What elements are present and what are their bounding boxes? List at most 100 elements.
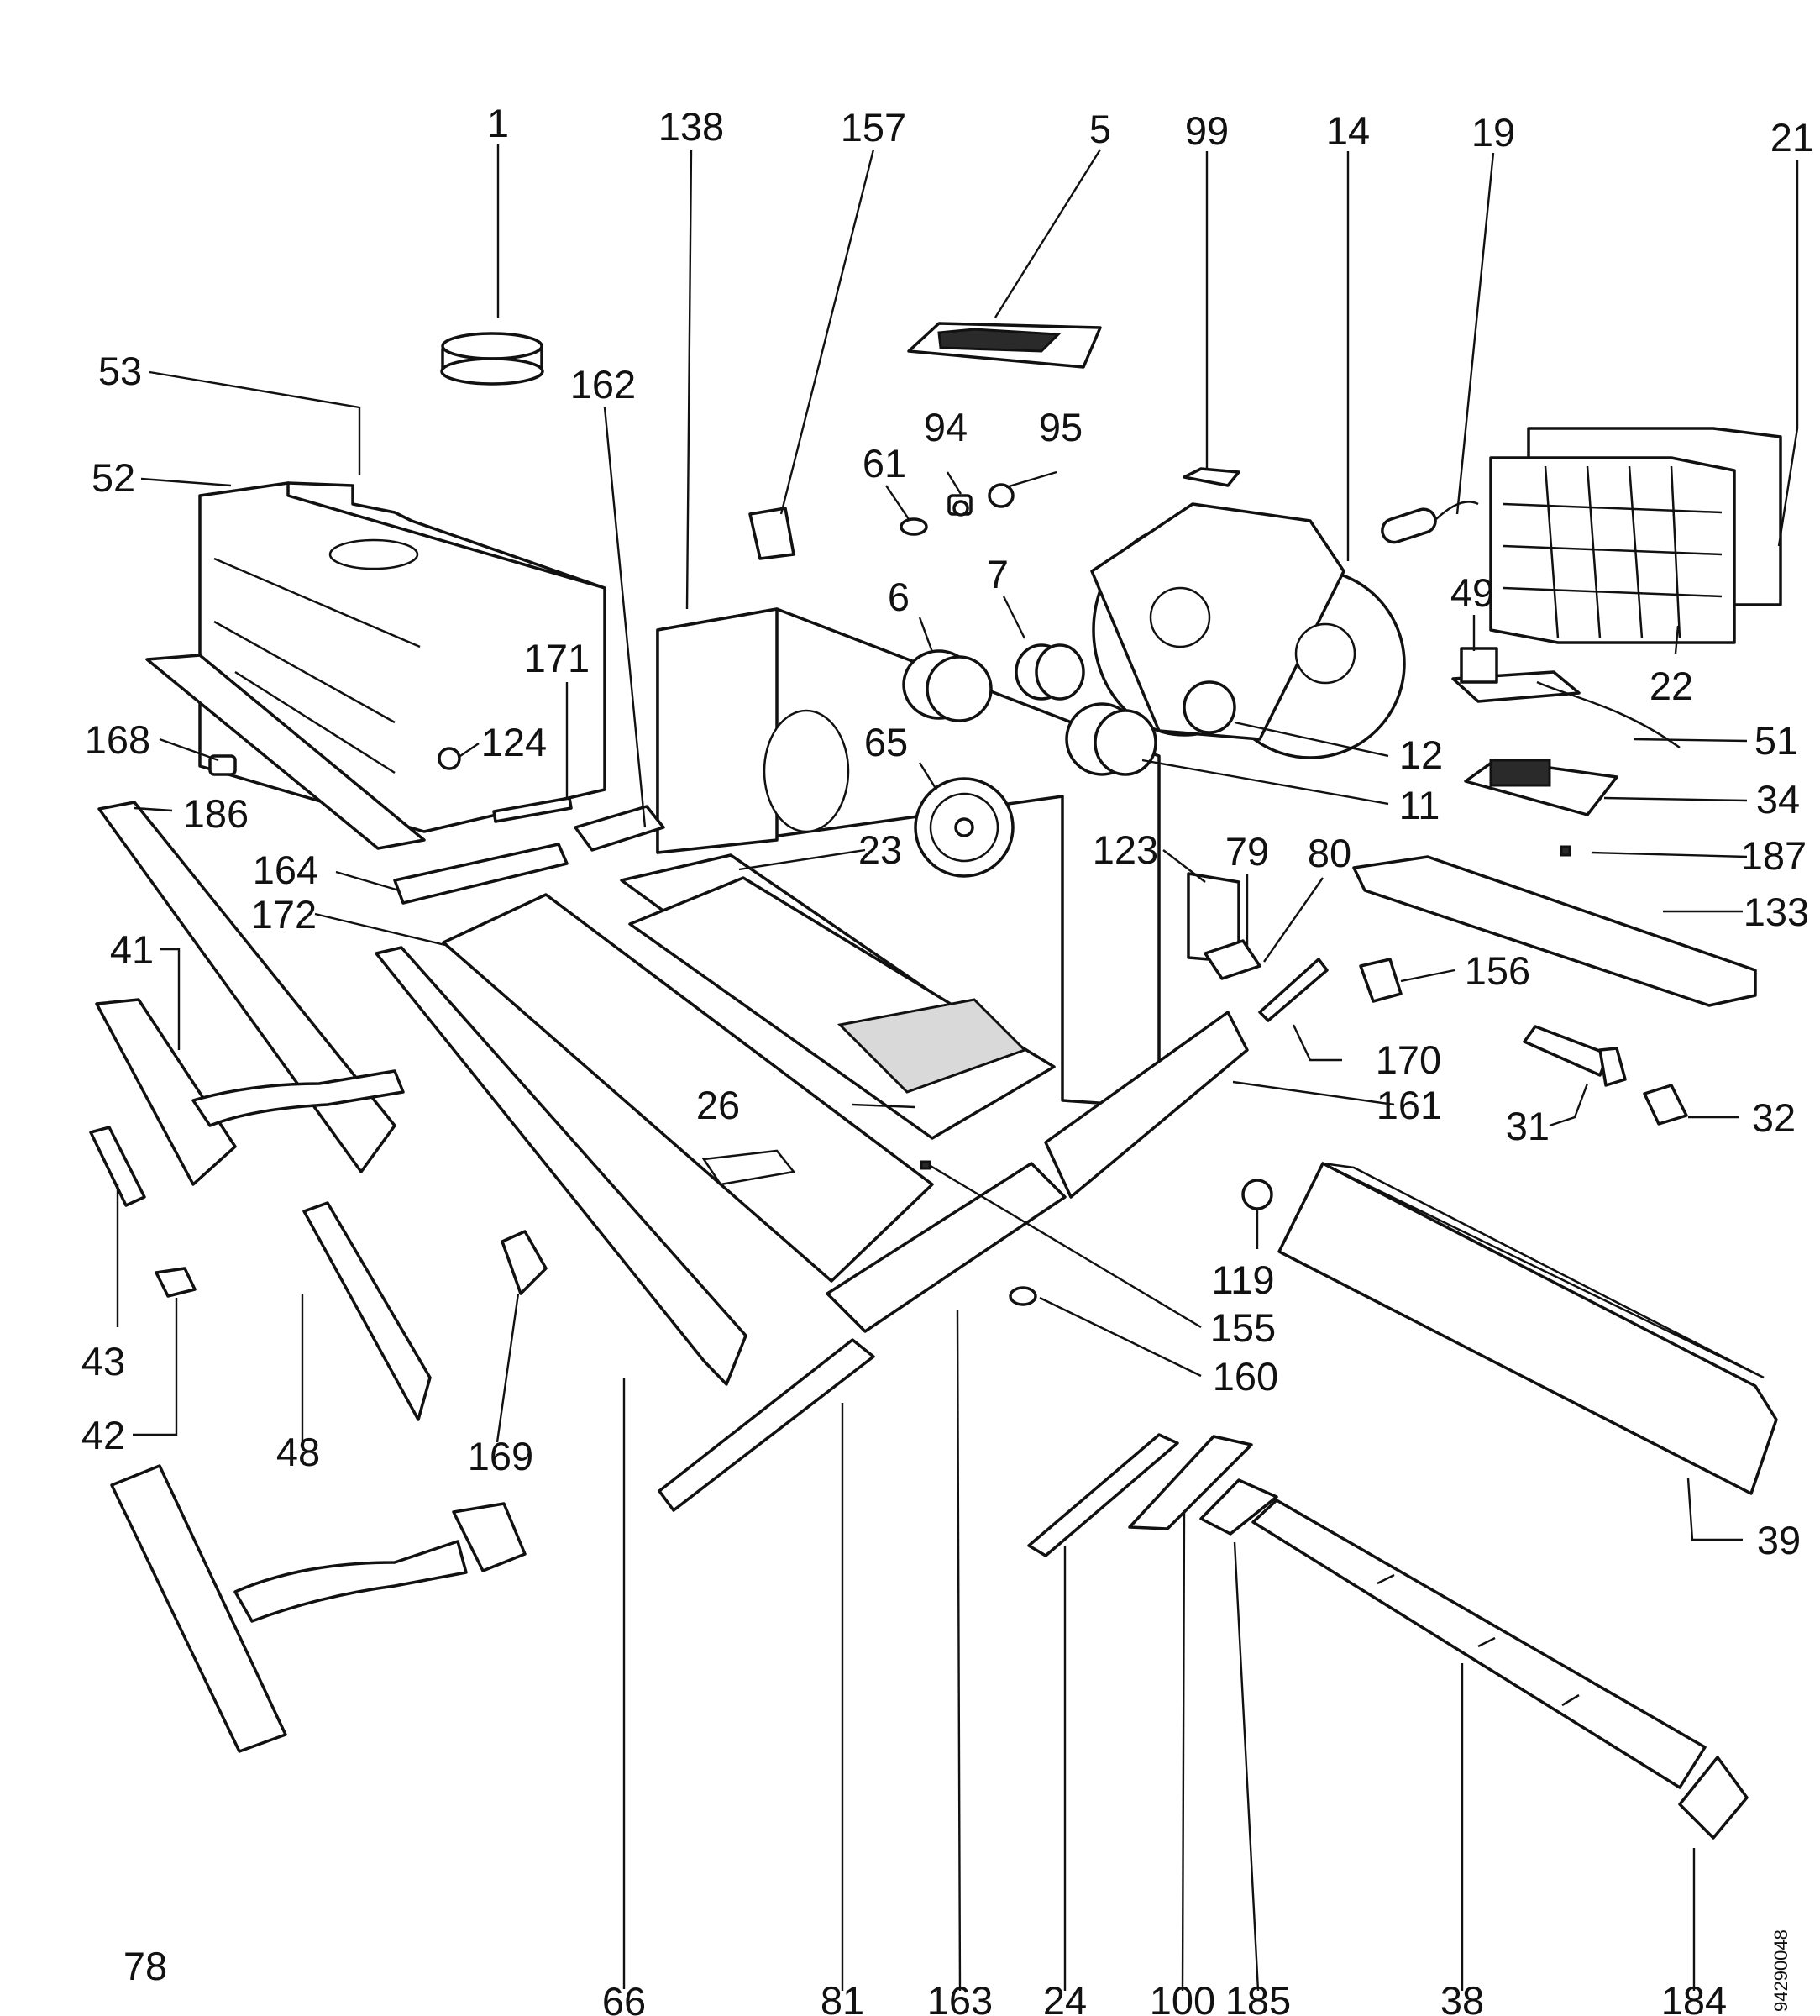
callout-42: 42 xyxy=(81,1413,125,1457)
callout-169: 169 xyxy=(468,1434,533,1478)
callout-99: 99 xyxy=(1185,108,1229,153)
callout-21: 21 xyxy=(1770,115,1814,160)
part-94-bolt xyxy=(947,494,973,517)
part-155 xyxy=(920,1160,931,1170)
part-6-fan-wheel xyxy=(902,649,993,722)
part-162-channel xyxy=(574,805,665,852)
part-31-lampholder xyxy=(1523,1025,1627,1087)
callout-65: 65 xyxy=(864,720,908,764)
callout-14: 14 xyxy=(1326,108,1370,153)
callout-19: 19 xyxy=(1471,110,1515,155)
callout-5: 5 xyxy=(1089,107,1111,151)
callout-124: 124 xyxy=(481,720,547,764)
callout-1: 1 xyxy=(487,101,509,145)
callout-80: 80 xyxy=(1308,831,1351,875)
callout-184: 184 xyxy=(1661,1978,1727,2016)
part-21-filter-frame xyxy=(1489,427,1782,644)
part-43 xyxy=(89,1126,146,1207)
part-119 xyxy=(1241,1179,1273,1210)
callout-160: 160 xyxy=(1213,1354,1278,1399)
callout-187: 187 xyxy=(1741,833,1807,878)
callout-78: 78 xyxy=(123,1944,167,1988)
callout-6: 6 xyxy=(888,575,910,619)
callout-81: 81 xyxy=(821,1978,864,2016)
callout-94: 94 xyxy=(924,405,968,449)
part-34-ballast xyxy=(1464,759,1618,816)
callout-155: 155 xyxy=(1210,1305,1276,1350)
part-49-transformer xyxy=(1451,647,1681,749)
part-169 xyxy=(501,1230,548,1295)
callout-79: 79 xyxy=(1225,829,1269,874)
part-186-rail xyxy=(97,801,396,1173)
callout-162: 162 xyxy=(570,362,636,407)
part-26-filter-tray xyxy=(628,876,1056,1140)
part-185-endcap xyxy=(1199,1478,1278,1536)
part-81-rail xyxy=(658,1338,875,1512)
callout-43: 43 xyxy=(81,1339,125,1383)
callout-157: 157 xyxy=(841,105,906,150)
part-164-channel xyxy=(393,843,569,905)
callout-41: 41 xyxy=(110,927,154,972)
callout-49: 49 xyxy=(1450,570,1494,615)
part-172-panel xyxy=(442,893,934,1283)
callout-22: 22 xyxy=(1650,664,1693,708)
part-79-switch xyxy=(1204,939,1261,980)
leader-lines xyxy=(116,144,1799,1992)
callout-168: 168 xyxy=(85,717,150,762)
callout-133: 133 xyxy=(1744,890,1809,934)
part-48-bracket xyxy=(302,1201,432,1421)
callout-51: 51 xyxy=(1754,718,1798,763)
part-160 xyxy=(1009,1286,1037,1306)
part-1-cap xyxy=(440,332,544,386)
callout-164: 164 xyxy=(253,848,318,892)
callout-119: 119 xyxy=(1212,1257,1275,1302)
part-124 xyxy=(438,747,461,770)
part-66-bar xyxy=(375,946,747,1386)
part-161-channel xyxy=(1044,1011,1249,1199)
part-133-frame xyxy=(1352,855,1757,1007)
part-38-glass-strip xyxy=(1251,1499,1707,1789)
callout-163: 163 xyxy=(927,1978,993,2016)
document-id: 94290048 xyxy=(1770,1929,1791,2012)
part-24-strip xyxy=(1027,1433,1179,1557)
callout-170: 170 xyxy=(1376,1037,1441,1082)
part-99 xyxy=(1183,467,1240,487)
part-7-motor xyxy=(1015,643,1085,701)
callout-34: 34 xyxy=(1756,777,1800,822)
callout-171: 171 xyxy=(524,636,590,680)
part-32-cap xyxy=(1643,1084,1688,1126)
part-80 xyxy=(1258,958,1329,1022)
part-171 xyxy=(492,796,573,823)
callout-61: 61 xyxy=(863,441,906,486)
callout-labels: 1 138 157 5 99 14 19 21 53 162 94 95 61 … xyxy=(81,101,1814,2016)
callout-123: 123 xyxy=(1093,827,1158,872)
callout-95: 95 xyxy=(1039,405,1083,449)
callout-138: 138 xyxy=(658,104,724,149)
callout-66: 66 xyxy=(602,1979,646,2016)
part-168 xyxy=(208,754,237,776)
part-163-channel xyxy=(826,1162,1067,1333)
part-187 xyxy=(1560,845,1571,857)
callout-172: 172 xyxy=(251,892,317,937)
part-138-panel xyxy=(656,607,1161,1109)
callout-24: 24 xyxy=(1043,1978,1087,2016)
part-78-housing xyxy=(110,1464,527,1753)
part-14-fan-housing xyxy=(1090,502,1406,759)
part-157 xyxy=(748,507,795,560)
part-41-lamp-housing xyxy=(95,998,405,1186)
callout-38: 38 xyxy=(1440,1978,1484,2016)
callout-7: 7 xyxy=(987,552,1009,596)
part-39-profile xyxy=(1277,1162,1778,1495)
callout-32: 32 xyxy=(1752,1095,1796,1140)
part-11-fan-wheel xyxy=(1065,702,1157,776)
part-184-endcap xyxy=(1678,1756,1749,1840)
callout-11: 11 xyxy=(1399,783,1440,827)
callout-53: 53 xyxy=(98,349,142,393)
callout-48: 48 xyxy=(276,1430,320,1474)
callout-52: 52 xyxy=(92,455,135,500)
callout-100: 100 xyxy=(1150,1978,1215,2016)
part-100-endcap xyxy=(1128,1435,1253,1530)
callout-161: 161 xyxy=(1377,1083,1442,1127)
callout-186: 186 xyxy=(183,791,249,836)
